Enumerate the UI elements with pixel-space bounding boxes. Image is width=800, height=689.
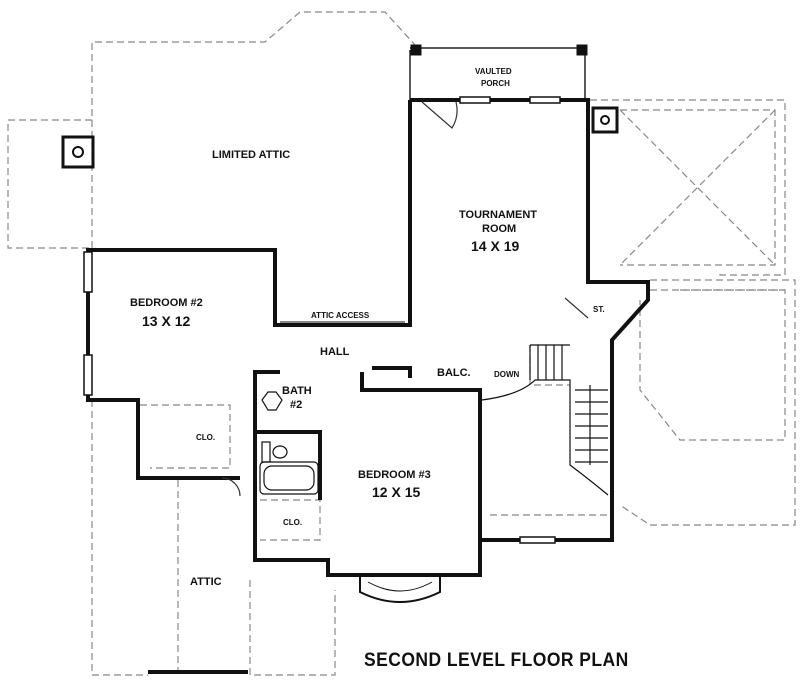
roof-outline [7, 11, 796, 676]
windows [83, 96, 561, 544]
bedroom2-label: BEDROOM #2 [130, 297, 203, 309]
tournament-room-size: 14 X 19 [471, 238, 520, 254]
bedroom3-label: BEDROOM #3 [358, 469, 431, 481]
walls [86, 98, 650, 577]
bath-label: BATH [282, 385, 312, 397]
balcony-label: BALC. [437, 367, 471, 379]
down-label: DOWN [494, 370, 520, 379]
tournament-room-label: TOURNAMENT [459, 209, 538, 221]
bath-number-label: #2 [290, 399, 303, 411]
tournament-room-label-2: ROOM [482, 223, 517, 235]
closet-label-1: CLO. [196, 433, 216, 442]
hall-label: HALL [320, 346, 350, 358]
closet-label-2: CLO. [283, 518, 303, 527]
bath-fixtures [259, 391, 319, 495]
porch-label: PORCH [481, 79, 510, 88]
stair [481, 344, 609, 496]
limited-attic-label: LIMITED ATTIC [212, 149, 291, 161]
bay-window [359, 575, 441, 603]
vaulted-label: VAULTED [475, 67, 512, 76]
bedroom2-size: 13 X 12 [142, 313, 191, 329]
attic-label: ATTIC [190, 576, 222, 588]
columns [61, 44, 619, 169]
bedroom3-size: 12 X 15 [372, 484, 421, 500]
storage-label: ST. [593, 305, 605, 314]
porch-outline [409, 47, 586, 100]
page-title: SECOND LEVEL FLOOR PLAN [364, 650, 629, 671]
doors [221, 101, 589, 497]
attic-access-label: ATTIC ACCESS [311, 311, 370, 320]
